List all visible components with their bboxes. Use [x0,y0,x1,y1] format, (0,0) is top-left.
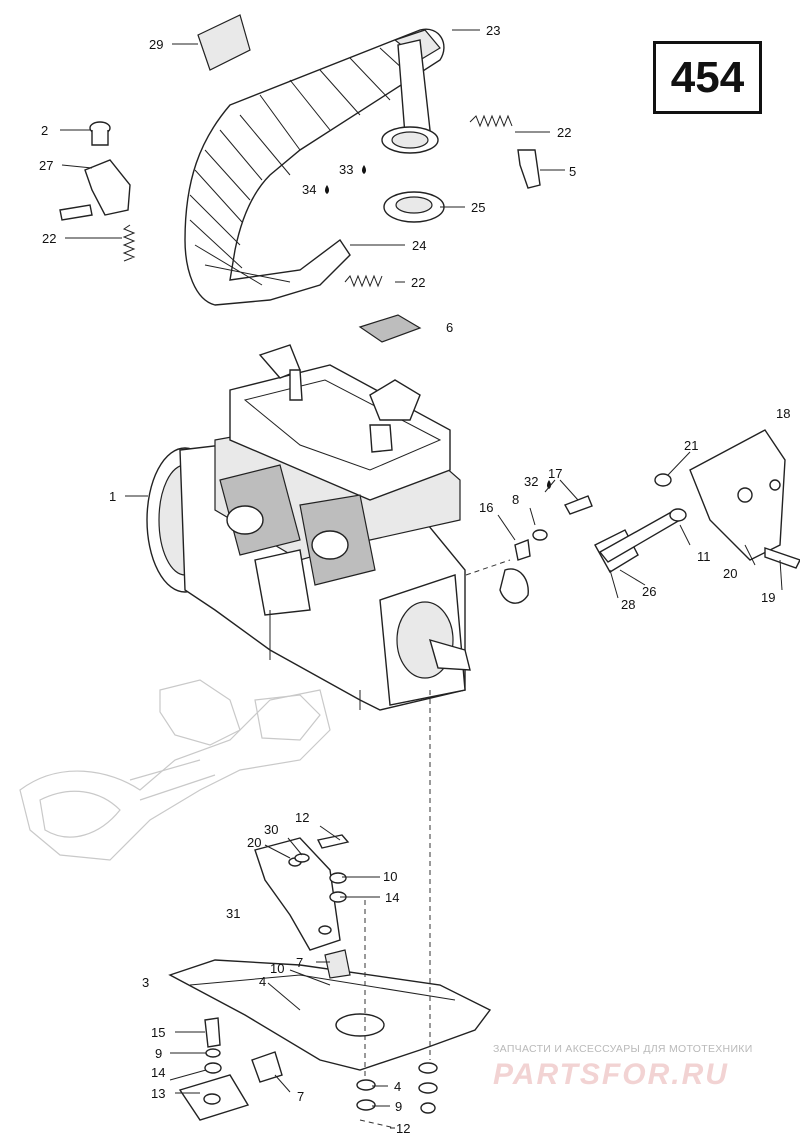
callout-32: 32 [524,474,538,489]
callout-7-lower: 7 [297,1089,304,1104]
callout-21: 21 [684,438,698,453]
callout-14-top: 14 [385,890,399,905]
ring-gasket [383,191,445,223]
pipe-bracket [59,121,131,221]
callout-19: 19 [761,590,775,605]
callout-17: 17 [548,466,562,481]
callout-4-top: 4 [259,974,266,989]
callout-22-top: 22 [557,125,571,140]
springs [122,114,513,288]
callout-2: 2 [41,123,48,138]
callout-22-left: 22 [42,231,56,246]
callout-15: 15 [151,1025,165,1040]
callout-13: 13 [151,1086,165,1101]
callout-6: 6 [446,320,453,335]
callout-26: 26 [642,584,656,599]
rear-mount [499,429,800,604]
callout-27: 27 [39,158,53,173]
callout-4-lower: 4 [394,1079,401,1094]
heat-shield [197,14,251,71]
watermark-tagline: ЗАПЧАСТИ И АКСЕССУАРЫ ДЛЯ МОТОТЕХНИКИ [493,1043,753,1055]
alignment-lines [359,559,511,1129]
callout-31: 31 [226,906,240,921]
callout-18: 18 [776,406,790,421]
drop-icon [362,165,366,174]
callout-25: 25 [471,200,485,215]
callout-8: 8 [512,492,519,507]
callout-22-mid: 22 [411,275,425,290]
callout-30: 30 [264,822,278,837]
callout-28: 28 [621,597,635,612]
engine [146,344,471,711]
callout-11: 11 [697,549,711,564]
callout-9-lower: 9 [395,1099,402,1114]
engine-bracket [254,834,350,951]
callout-34: 34 [302,182,316,197]
exhaust-pipe [184,28,445,306]
watermark-logo: PARTSFOR.RU [493,1058,729,1091]
callout-5: 5 [569,164,576,179]
callout-7-top: 7 [296,955,303,970]
clip [517,149,541,189]
callout-12-top: 12 [295,810,309,825]
callout-16: 16 [479,500,493,515]
callout-14-lower: 14 [151,1065,165,1080]
diagram-number-badge: 454 [653,41,762,114]
callout-labels: 29 23 2 27 22 22 5 33 34 25 24 22 6 18 2… [39,23,790,1136]
callout-20-lower: 20 [247,835,261,850]
callout-33: 33 [339,162,353,177]
callout-9-left: 9 [155,1046,162,1061]
callout-10-lower: 10 [270,961,284,976]
leader-lines [60,29,783,1129]
drop-icon [325,185,329,194]
ghost-outline [19,679,331,861]
callout-29: 29 [149,37,163,52]
callout-12-lower: 12 [396,1121,410,1136]
callout-20-right: 20 [723,566,737,581]
drop-icons [325,165,551,489]
callout-3: 3 [142,975,149,990]
callout-23: 23 [486,23,500,38]
rubber-pad [358,314,422,343]
callout-1: 1 [109,489,116,504]
base-plate [168,949,492,1121]
callout-10-top: 10 [383,869,397,884]
callout-24: 24 [412,238,426,253]
outlet-flange [381,126,439,154]
